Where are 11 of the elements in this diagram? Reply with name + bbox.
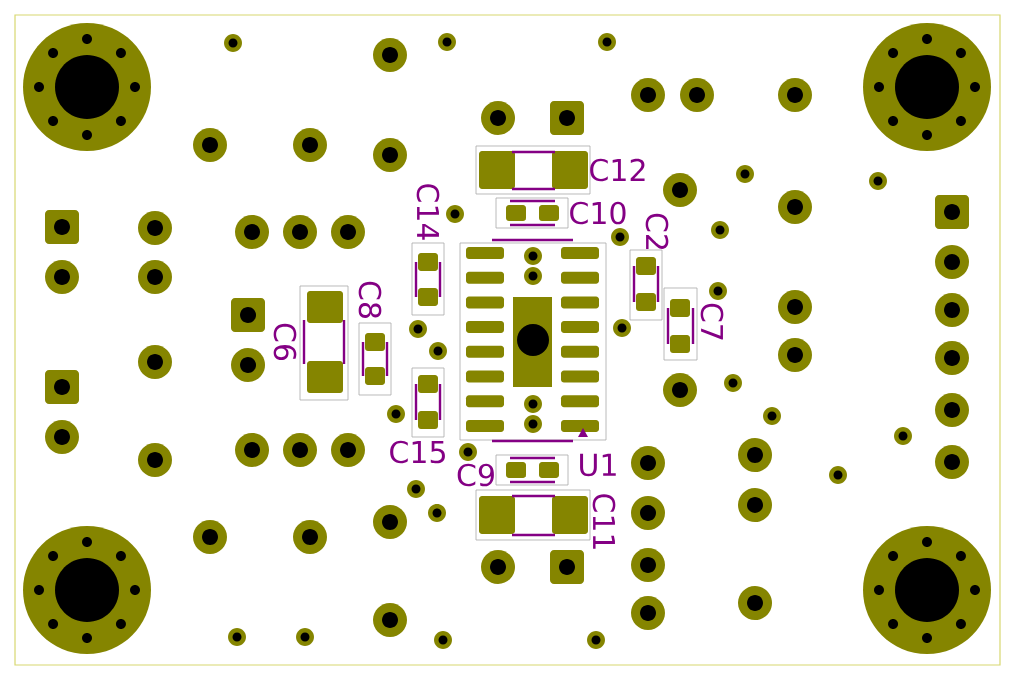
- component-label: C10: [570, 201, 626, 225]
- component-label: C14: [416, 184, 440, 240]
- component-label: C2: [645, 213, 669, 249]
- component-label: C11: [592, 494, 616, 549]
- component-label: C9: [457, 463, 494, 487]
- component-label: C7: [700, 303, 724, 340]
- component-label: C8: [358, 281, 382, 318]
- component-label: C12: [590, 158, 645, 182]
- component-label: C6: [273, 323, 297, 361]
- component-label: C15: [390, 440, 445, 464]
- component-label: U1: [580, 453, 616, 477]
